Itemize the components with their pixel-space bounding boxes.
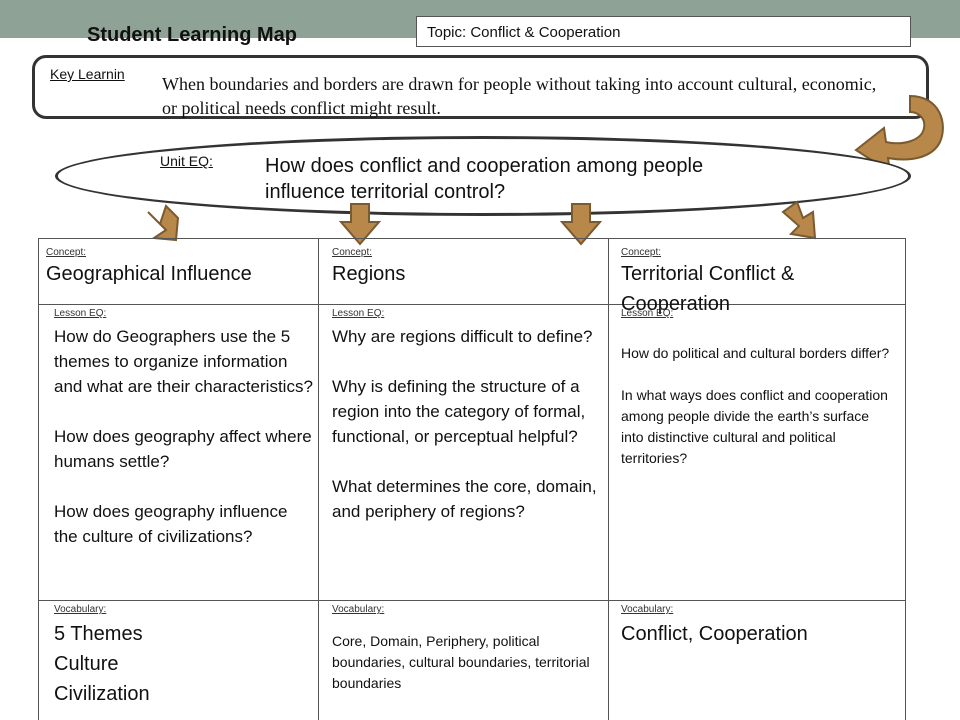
concept-label: Concept:	[332, 247, 373, 258]
learning-map-grid: Concept: Geographical Influence Concept:…	[38, 238, 906, 720]
lesson-eq-label: Lesson EQ:	[54, 308, 107, 319]
vocabulary-label: Vocabulary:	[54, 604, 107, 615]
grid-line	[38, 238, 39, 720]
lesson-question: Why is defining the structure of a regio…	[332, 377, 586, 446]
lesson-question: How do Geographers use the 5 themes to o…	[54, 327, 313, 396]
key-learning-box	[32, 55, 929, 119]
concept-title: Territorial Conflict & Cooperation	[621, 263, 795, 315]
lesson-question: Why are regions difficult to define?	[332, 327, 593, 346]
down-arrow-icon	[781, 200, 817, 240]
lesson-question: In what ways does conflict and cooperati…	[621, 387, 888, 466]
grid-line	[905, 238, 906, 720]
lesson-eq-label: Lesson EQ:	[332, 308, 385, 319]
lesson-eq-label: Lesson EQ:	[621, 308, 674, 319]
key-learning-label: Key Learnin	[50, 66, 125, 82]
lesson-question: How does geography affect where humans s…	[54, 427, 312, 471]
vocabulary-list: 5 Themes Culture Civilization	[54, 619, 314, 709]
grid-line	[608, 238, 609, 720]
curved-arrow-icon	[854, 94, 944, 175]
lesson-questions: Why are regions difficult to define? Why…	[332, 324, 602, 549]
unit-eq-ellipse	[55, 136, 911, 216]
lesson-question: How do political and cultural borders di…	[621, 345, 890, 361]
concept-label: Concept:	[621, 247, 662, 258]
grid-line	[38, 304, 906, 305]
lesson-questions: How do political and cultural borders di…	[621, 343, 891, 490]
vocabulary-item: Culture	[54, 653, 119, 675]
vocabulary-item: 5 Themes	[54, 623, 143, 645]
concept-title: Geographical Influence	[46, 263, 252, 285]
vocabulary-label: Vocabulary:	[332, 604, 385, 615]
grid-line	[38, 600, 906, 601]
unit-eq-label: Unit EQ:	[160, 153, 213, 169]
grid-line	[38, 238, 906, 239]
unit-eq-text: How does conflict and cooperation among …	[265, 155, 704, 203]
concept-title: Regions	[332, 263, 406, 285]
down-arrow-icon	[147, 204, 180, 242]
lesson-questions: How do Geographers use the 5 themes to o…	[54, 324, 314, 574]
lesson-question: How does geography influence the culture…	[54, 502, 288, 546]
lesson-question: What determines the core, domain, and pe…	[332, 477, 597, 521]
grid-line	[318, 238, 319, 720]
vocabulary-item: Civilization	[54, 683, 150, 705]
page-title: Student Learning Map	[87, 24, 297, 46]
down-arrow-icon	[559, 203, 603, 246]
key-learning-text: When boundaries and borders are drawn fo…	[162, 74, 877, 118]
topic-box: Topic: Conflict & Cooperation	[416, 16, 911, 47]
vocabulary-item: Conflict, Cooperation	[621, 623, 808, 645]
vocabulary-label: Vocabulary:	[621, 604, 674, 615]
vocabulary-item: Core, Domain, Periphery, political bound…	[332, 633, 590, 691]
concept-label: Concept:	[46, 247, 87, 258]
down-arrow-icon	[338, 203, 382, 246]
